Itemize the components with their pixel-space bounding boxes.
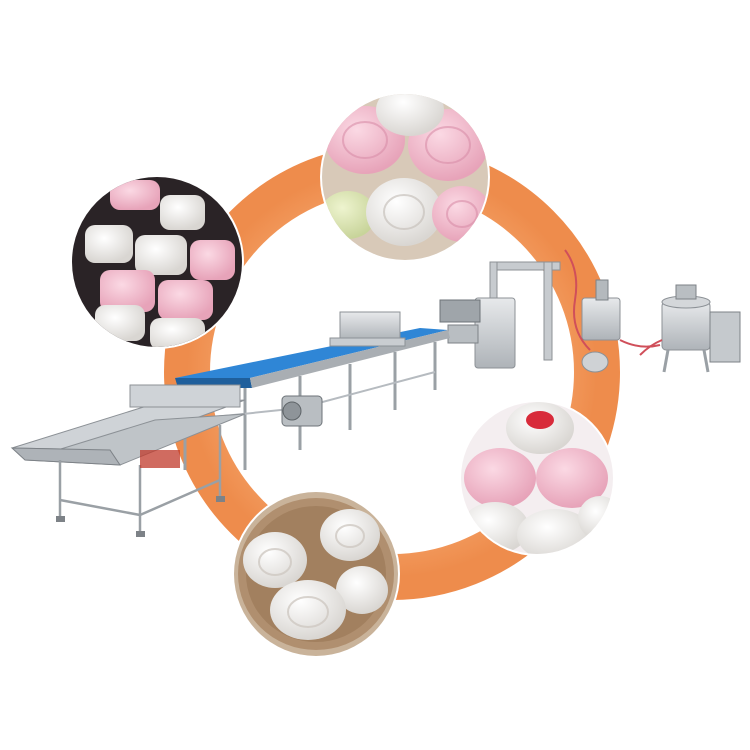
depositor-gantry	[439, 261, 561, 369]
filled-marshmallow-photo	[459, 400, 615, 556]
mixer-unit	[564, 249, 661, 373]
mini-marshmallow-photo	[70, 175, 244, 349]
production-line-machine	[10, 249, 741, 537]
cocoa-marshmallow-photo	[232, 490, 400, 658]
zephyr-photo	[320, 92, 490, 262]
cooking-tank-unit	[639, 284, 741, 373]
sieve-table	[10, 384, 246, 537]
